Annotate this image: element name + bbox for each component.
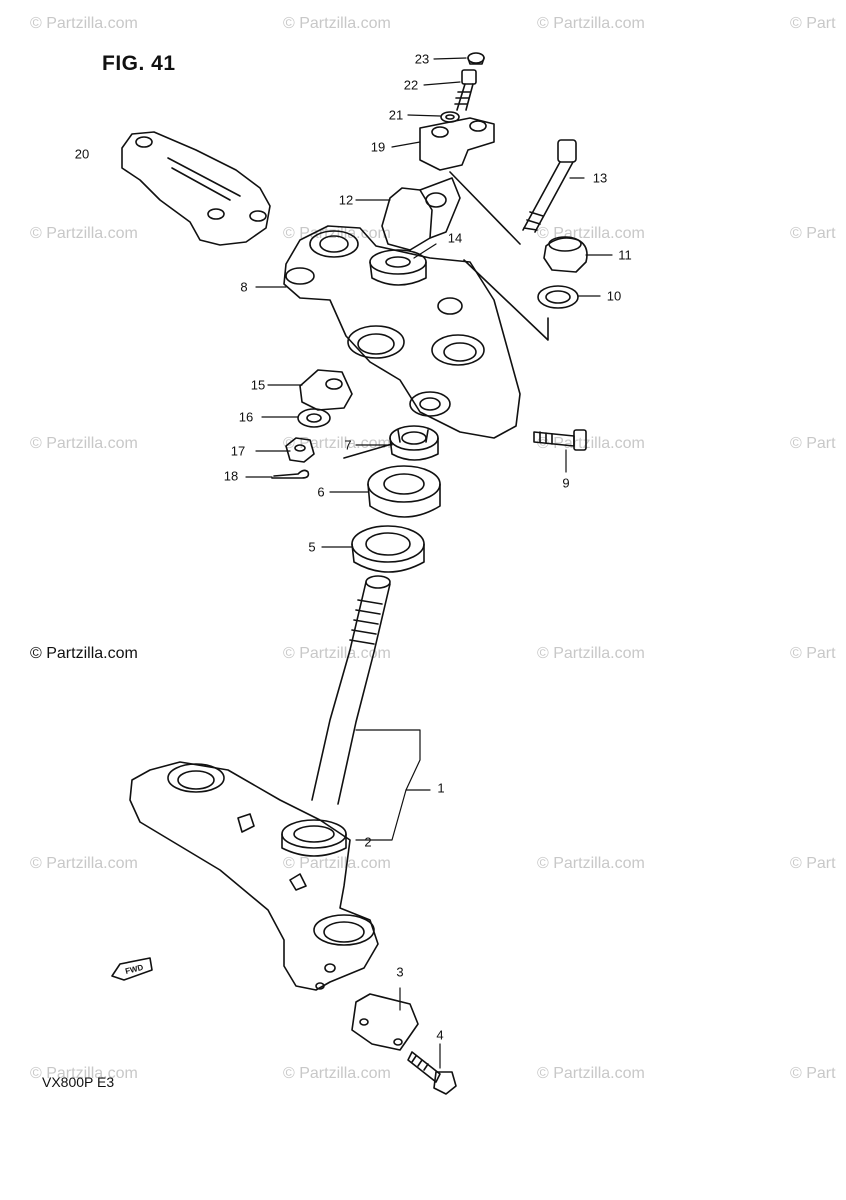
watermark: © Partzilla.com <box>30 435 138 452</box>
part-14-shape <box>369 249 427 286</box>
watermark: © Partzilla.com <box>283 15 391 32</box>
callout-7[interactable]: 7 <box>344 437 352 453</box>
watermark: © Part <box>790 435 836 452</box>
part-8-shape <box>283 225 521 439</box>
leader-lines <box>245 57 613 1069</box>
part-11-shape <box>543 236 588 273</box>
callout-20[interactable]: 20 <box>74 146 90 162</box>
part-6-shape <box>367 465 441 518</box>
copyright-notice: © Partzilla.com <box>30 645 138 662</box>
callout-5[interactable]: 5 <box>308 539 316 555</box>
part-17-shape <box>285 437 315 463</box>
watermark: © Partzilla.com <box>283 225 391 242</box>
watermark: © Partzilla.com <box>537 435 645 452</box>
part-22-shape <box>454 69 477 111</box>
watermark: © Partzilla.com <box>30 225 138 242</box>
callout-23[interactable]: 23 <box>414 51 430 67</box>
callout-9[interactable]: 9 <box>562 475 570 491</box>
callout-15[interactable]: 15 <box>250 377 266 393</box>
part-10-shape <box>537 285 579 309</box>
watermark: © Partzilla.com <box>30 15 138 32</box>
callout-3[interactable]: 3 <box>396 964 404 980</box>
part-12-shape <box>381 177 461 251</box>
watermark: © Partzilla.com <box>30 855 138 872</box>
callout-12[interactable]: 12 <box>338 192 354 208</box>
callout-19[interactable]: 19 <box>370 139 386 155</box>
part-7-shape <box>389 425 439 461</box>
part-13-shape <box>522 139 577 233</box>
part-9-shape <box>533 429 587 451</box>
alignment-lines <box>343 171 549 459</box>
callout-4[interactable]: 4 <box>436 1027 444 1043</box>
part-5-shape <box>351 525 425 573</box>
figure-title: FIG. 41 <box>102 52 176 75</box>
watermark: © Partzilla.com <box>30 1065 138 1082</box>
callout-13[interactable]: 13 <box>592 170 608 186</box>
part-15-shape <box>299 369 353 411</box>
watermark: © Part <box>790 645 836 662</box>
callout-10[interactable]: 10 <box>606 288 622 304</box>
part-1-shape <box>129 575 391 991</box>
part-20-shape <box>121 131 271 246</box>
callout-11[interactable]: 11 <box>618 247 632 263</box>
watermark: © Partzilla.com <box>283 855 391 872</box>
watermark: © Part <box>790 1065 836 1082</box>
callout-8[interactable]: 8 <box>240 279 248 295</box>
fwd-arrow-icon <box>111 957 153 981</box>
part-19-shape <box>419 117 495 171</box>
callout-16[interactable]: 16 <box>238 409 254 425</box>
fwd-label: FWD <box>124 963 144 976</box>
callout-21[interactable]: 21 <box>388 107 404 123</box>
callout-2[interactable]: 2 <box>364 834 372 850</box>
part-3-shape <box>351 993 419 1051</box>
callout-22[interactable]: 22 <box>403 77 419 93</box>
watermark: © Part <box>790 855 836 872</box>
part-18-shape <box>271 469 310 479</box>
callout-17[interactable]: 17 <box>230 443 246 459</box>
model-label: VX800P E3 <box>42 1074 115 1090</box>
watermark: © Partzilla.com <box>283 645 391 662</box>
watermark: © Partzilla.com <box>537 855 645 872</box>
part-16-shape <box>297 408 331 428</box>
part-2-shape <box>281 819 347 857</box>
watermark: © Partzilla.com <box>537 15 645 32</box>
callout-18[interactable]: 18 <box>223 468 239 484</box>
callout-14[interactable]: 14 <box>447 230 463 246</box>
callout-1[interactable]: 1 <box>437 780 445 796</box>
part-23-shape <box>467 52 485 65</box>
watermark: © Partzilla.com <box>537 645 645 662</box>
watermark: © Partzilla.com <box>283 1065 391 1082</box>
callout-6[interactable]: 6 <box>317 484 325 500</box>
watermark: © Part <box>790 15 836 32</box>
watermark: © Partzilla.com <box>537 1065 645 1082</box>
watermark: © Part <box>790 225 836 242</box>
part-4-shape <box>407 1051 457 1095</box>
